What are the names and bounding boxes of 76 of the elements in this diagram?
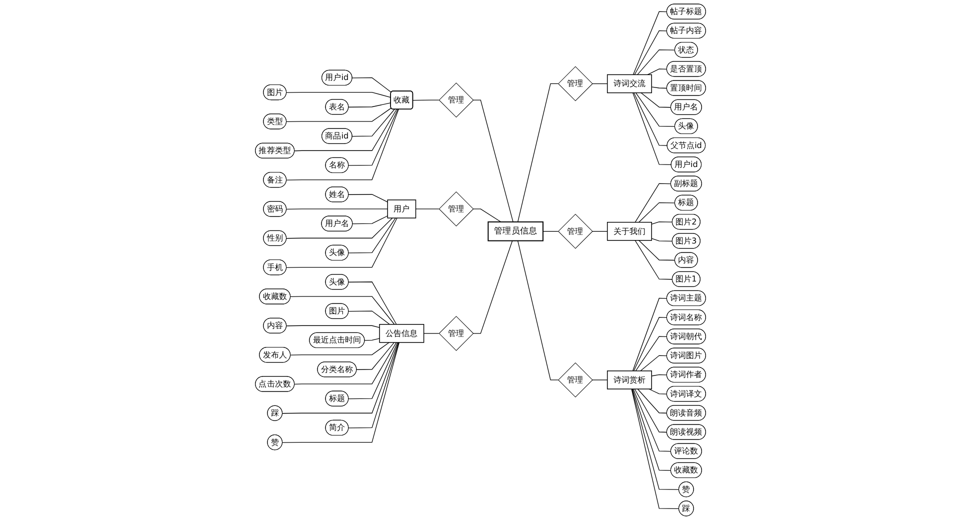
connector <box>542 231 558 232</box>
connector <box>423 333 440 334</box>
connector <box>517 83 558 222</box>
connector <box>651 238 673 242</box>
connector <box>348 342 400 428</box>
connector <box>286 109 399 180</box>
connector <box>352 109 395 137</box>
connector <box>282 342 400 443</box>
connector <box>348 282 397 325</box>
connector <box>290 296 395 325</box>
connector <box>282 342 399 414</box>
connector <box>286 92 392 98</box>
connector <box>632 11 668 75</box>
connector <box>632 388 680 490</box>
connector <box>640 355 668 372</box>
connector <box>638 240 676 261</box>
connector <box>286 218 398 268</box>
connector <box>356 342 395 370</box>
node-diamond: 管理 <box>558 214 593 249</box>
connector <box>634 92 668 146</box>
connector <box>634 30 668 75</box>
connector <box>633 317 668 372</box>
connector <box>294 342 397 385</box>
connector <box>352 77 392 93</box>
connector <box>632 388 672 471</box>
connector <box>348 218 396 254</box>
connector <box>634 240 673 280</box>
connector <box>348 109 398 166</box>
connector <box>638 202 676 223</box>
node-diamond: 管理 <box>558 362 593 398</box>
connector <box>647 68 668 75</box>
connector <box>637 49 676 75</box>
connector <box>632 92 672 166</box>
connector <box>290 342 390 356</box>
connector <box>640 92 672 108</box>
connector <box>352 216 388 224</box>
connector <box>348 102 392 108</box>
connector <box>286 208 388 210</box>
connector <box>348 342 398 400</box>
connector <box>635 92 676 127</box>
node-box: 管理员信息 <box>488 221 544 242</box>
connector <box>634 388 668 433</box>
connector <box>286 325 380 328</box>
connector <box>634 183 672 223</box>
connector <box>517 240 558 380</box>
connector <box>472 240 513 334</box>
connector <box>631 388 680 510</box>
node-diamond: 管理 <box>438 192 474 226</box>
connector <box>472 100 514 222</box>
connector <box>637 388 668 414</box>
connector <box>632 388 672 452</box>
connector <box>286 108 392 122</box>
node-box: 诗词赏析 <box>606 370 652 390</box>
connector <box>648 388 668 394</box>
connector <box>415 208 440 210</box>
node-box: 用户 <box>387 200 416 218</box>
connector <box>364 338 380 341</box>
connector <box>286 218 393 239</box>
node-box: 关于我们 <box>606 222 652 241</box>
node-diamond: 管理 <box>438 316 474 351</box>
node-diamond: 管理 <box>558 66 593 102</box>
node-box: 公告信息 <box>379 324 424 343</box>
connector <box>472 208 502 222</box>
connector <box>651 374 668 376</box>
connector <box>651 86 668 89</box>
connector <box>348 310 390 325</box>
connector <box>294 109 397 152</box>
connector <box>635 336 668 372</box>
connector <box>651 221 673 225</box>
connector <box>592 83 608 84</box>
connector <box>632 298 668 372</box>
node-box: 诗词交流 <box>606 74 652 94</box>
node-diamond: 管理 <box>438 82 474 118</box>
connector <box>592 231 608 232</box>
connector <box>348 194 388 202</box>
connector <box>412 100 440 101</box>
